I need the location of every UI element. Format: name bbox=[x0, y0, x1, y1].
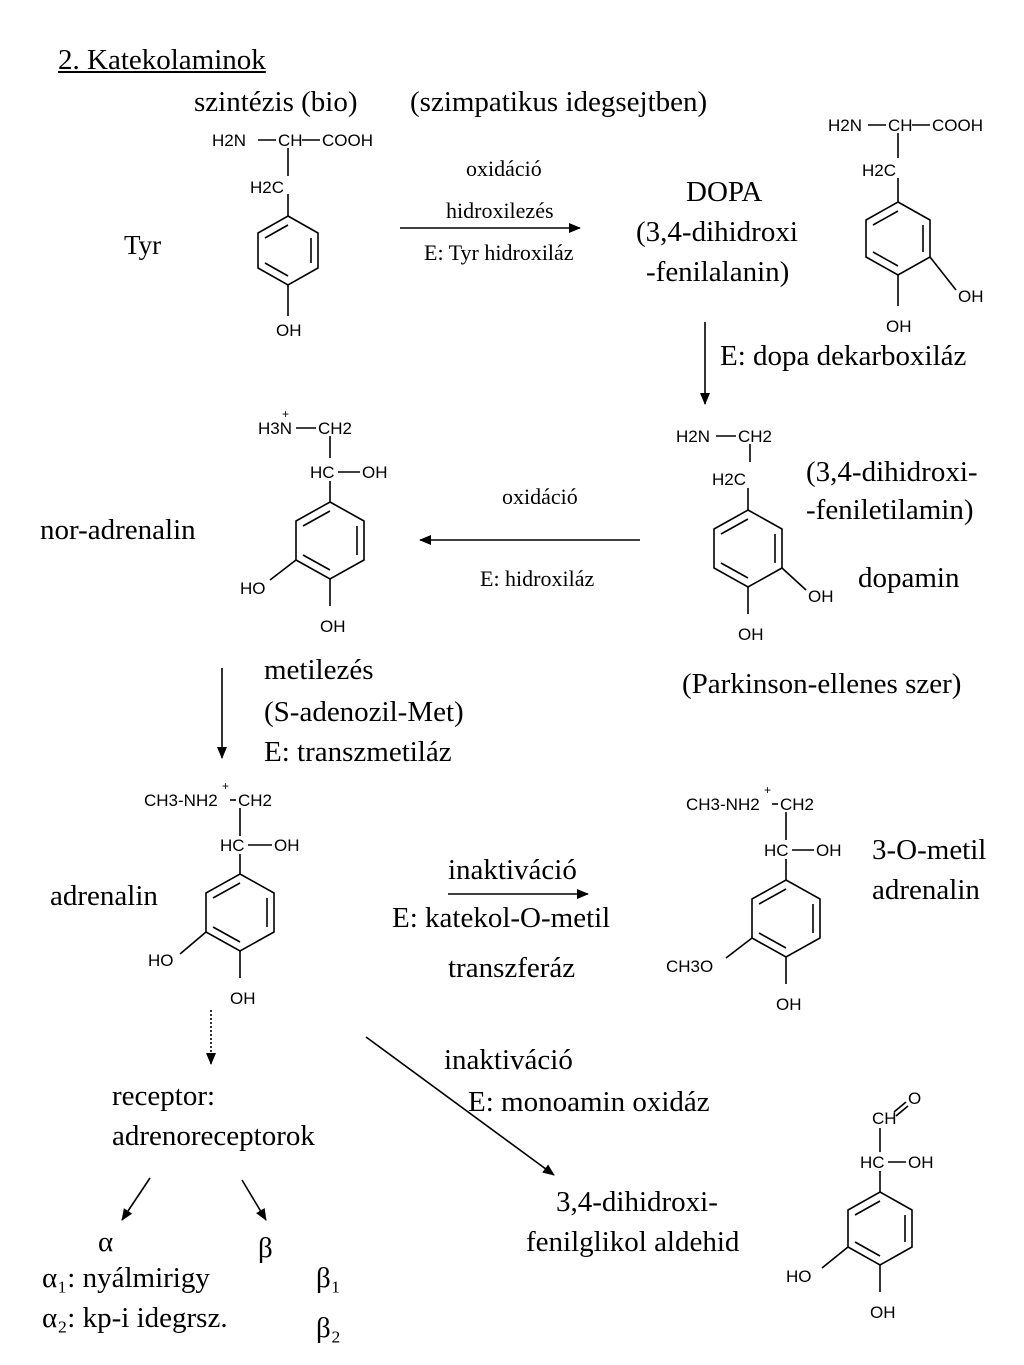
svg-text:CH: CH bbox=[872, 1109, 897, 1128]
svg-text:HC: HC bbox=[220, 836, 245, 855]
dopa-full-2: -fenilalanin) bbox=[646, 256, 790, 288]
svg-text:CH: CH bbox=[278, 131, 303, 150]
step3-enzyme: E: hidroxiláz bbox=[480, 566, 595, 591]
beta2-receptor: β₂ bbox=[316, 1312, 341, 1344]
step5-inactivation: inaktiváció bbox=[448, 854, 577, 886]
arrow-adrenaline-to-aldehyde bbox=[365, 1036, 555, 1176]
adrenaline-label: adrenalin bbox=[50, 880, 158, 912]
svg-text:HO: HO bbox=[148, 951, 174, 970]
alpha2-receptor: α₂: kp-i idegrsz. bbox=[42, 1302, 228, 1334]
svg-text:HC: HC bbox=[310, 463, 335, 482]
step5-enzyme-1: E: katekol-O-metil bbox=[392, 902, 611, 934]
svg-text:OH: OH bbox=[908, 1153, 934, 1172]
svg-text:OH: OH bbox=[738, 625, 764, 644]
dopamine-structure: H2N CH2 H2C OH OH bbox=[676, 427, 834, 644]
dopa-label: DOPA bbox=[686, 176, 763, 208]
step1-enzyme: E: Tyr hidroxiláz bbox=[424, 240, 574, 265]
svg-text:OH: OH bbox=[958, 287, 984, 306]
dopamine-full-2: -feniletilamin) bbox=[806, 494, 974, 526]
svg-text:H2C: H2C bbox=[712, 470, 746, 489]
aldehyde-label-1: 3,4-dihidroxi- bbox=[556, 1186, 718, 1218]
svg-text:H2C: H2C bbox=[250, 178, 284, 197]
dopa-structure: H2N CH COOH H2C OH OH bbox=[828, 116, 984, 336]
svg-text:H2C: H2C bbox=[862, 161, 896, 180]
svg-text:OH: OH bbox=[276, 321, 302, 340]
svg-text:CH: CH bbox=[888, 116, 913, 135]
dopamine-label: dopamin bbox=[858, 562, 960, 594]
step1-hydroxylation: hidroxilezés bbox=[446, 198, 554, 223]
dopamine-full-1: (3,4-dihidroxi- bbox=[806, 456, 978, 488]
methyladrenaline-structure: CH3-NH2 + CH2 HC OH CH3O OH bbox=[666, 783, 842, 1014]
arrow-receptor-to-alpha bbox=[121, 1177, 151, 1221]
svg-text:CH2: CH2 bbox=[318, 419, 352, 438]
step4-methylation: metilezés bbox=[264, 654, 374, 686]
dopa-full-1: (3,4-dihidroxi bbox=[636, 216, 798, 248]
step4-cofactor: (S-adenozil-Met) bbox=[264, 696, 464, 728]
svg-text:CH2: CH2 bbox=[738, 427, 772, 446]
aldehyde-structure: CH O HC OH HO OH bbox=[786, 1089, 934, 1322]
svg-text:HO: HO bbox=[240, 579, 266, 598]
methyladrenaline-label-2: adrenalin bbox=[872, 874, 980, 906]
svg-text:CH2: CH2 bbox=[238, 791, 272, 810]
svg-text:H3N: H3N bbox=[258, 419, 292, 438]
svg-text:OH: OH bbox=[320, 617, 346, 636]
svg-text:H2N: H2N bbox=[828, 116, 862, 135]
svg-text:OH: OH bbox=[776, 995, 802, 1014]
svg-text:+: + bbox=[222, 779, 229, 793]
tyr-label: Tyr bbox=[124, 230, 162, 260]
page-title: 2. Katekolaminok bbox=[58, 44, 266, 76]
noradrenaline-structure: H3N + CH2 HC OH HO OH bbox=[240, 407, 388, 636]
subtitle-location: (szimpatikus idegsejtben) bbox=[410, 86, 708, 118]
methyladrenaline-label-1: 3-O-metil bbox=[872, 834, 987, 866]
svg-text:OH: OH bbox=[886, 317, 912, 336]
tyrosine-structure: H2N CH COOH H2C OH bbox=[212, 131, 373, 340]
noradrenaline-label: nor-adrenalin bbox=[40, 514, 196, 546]
svg-text:HO: HO bbox=[786, 1267, 812, 1286]
receptor-type-label: adrenoreceptorok bbox=[112, 1120, 315, 1152]
alpha-receptor: α bbox=[98, 1226, 114, 1258]
svg-text:COOH: COOH bbox=[322, 131, 373, 150]
subtitle-synthesis: szintézis (bio) bbox=[194, 86, 358, 118]
alpha1-receptor: α₁: nyálmirigy bbox=[42, 1262, 210, 1294]
svg-text:+: + bbox=[764, 783, 771, 797]
step3-oxidation: oxidáció bbox=[502, 484, 578, 509]
aldehyde-label-2: fenilglikol aldehid bbox=[526, 1226, 740, 1258]
svg-text:OH: OH bbox=[816, 841, 842, 860]
step4-enzyme: E: transzmetiláz bbox=[264, 736, 452, 768]
svg-text:OH: OH bbox=[230, 989, 256, 1008]
svg-text:OH: OH bbox=[362, 463, 388, 482]
step5-enzyme-2: transzferáz bbox=[448, 952, 576, 984]
svg-text:HC: HC bbox=[764, 841, 789, 860]
svg-text:HC: HC bbox=[860, 1153, 885, 1172]
step6-inactivation: inaktiváció bbox=[444, 1044, 573, 1076]
svg-text:CH2: CH2 bbox=[780, 795, 814, 814]
svg-text:OH: OH bbox=[808, 587, 834, 606]
svg-text:H2N: H2N bbox=[212, 131, 246, 150]
step2-enzyme: E: dopa dekarboxiláz bbox=[720, 340, 967, 372]
receptor-label: receptor: bbox=[112, 1080, 216, 1112]
svg-text:OH: OH bbox=[870, 1303, 896, 1322]
step1-oxidation: oxidáció bbox=[466, 156, 542, 181]
arrow-receptor-to-beta bbox=[241, 1179, 267, 1221]
svg-text:OH: OH bbox=[274, 836, 300, 855]
svg-text:CH3-NH2: CH3-NH2 bbox=[144, 791, 218, 810]
svg-text:H2N: H2N bbox=[676, 427, 710, 446]
svg-text:COOH: COOH bbox=[932, 116, 983, 135]
svg-text:CH3-NH2: CH3-NH2 bbox=[686, 795, 760, 814]
adrenaline-structure: CH3-NH2 + CH2 HC OH HO OH bbox=[144, 779, 300, 1008]
svg-text:+: + bbox=[282, 407, 289, 421]
dopamine-note: (Parkinson-ellenes szer) bbox=[682, 668, 962, 700]
svg-text:CH3O: CH3O bbox=[666, 957, 713, 976]
beta-receptor: β bbox=[258, 1232, 273, 1264]
beta1-receptor: β₁ bbox=[316, 1262, 341, 1294]
svg-text:O: O bbox=[908, 1089, 921, 1108]
step6-enzyme: E: monoamin oxidáz bbox=[468, 1086, 710, 1118]
